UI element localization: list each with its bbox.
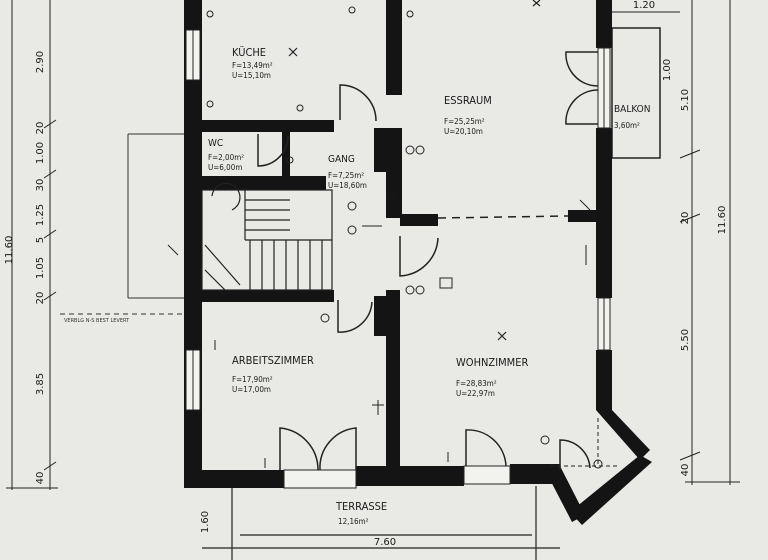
open-partition [437, 215, 569, 219]
dim-label: 1.05 [35, 257, 46, 279]
dim-label: 30 [35, 179, 46, 192]
dim-label: 1.25 [35, 204, 46, 226]
room-label-kueche: KÜCHE F=13,49m² U=15,10m [232, 46, 273, 80]
room-area: F=2,00m² [208, 153, 244, 162]
room-area: F=7,25m² [328, 171, 364, 180]
top-dim-label: 1.20 [633, 0, 655, 11]
walls [184, 0, 612, 488]
right-dimension-chain [679, 0, 740, 485]
room-name: KÜCHE [232, 46, 266, 59]
room-name: WC [208, 138, 223, 149]
room-label-wc: WC F=2,00m² U=6,00m [208, 138, 244, 172]
terrace [202, 486, 560, 560]
room-perimeter: U=20,10m [444, 127, 483, 136]
room-area: F=28,83m² [456, 379, 497, 388]
room-area: F=25,25m² [444, 117, 485, 126]
room-name: TERRASSE [335, 500, 387, 513]
room-name: GANG [328, 154, 355, 165]
wall-note: VERBLG N-S BEST LEVERT [64, 318, 130, 324]
room-perimeter: U=18,60m [328, 181, 367, 190]
left-dimension-chain [6, 0, 58, 490]
room-label-arbeitszimmer: ARBEITSZIMMER F=17,90m² U=17,00m [232, 354, 314, 394]
balcony [611, 27, 661, 159]
room-perimeter: U=22,97m [456, 389, 495, 398]
dim-label: 20 [35, 122, 46, 135]
room-label-terrasse: TERRASSE 12,16m² [335, 500, 387, 526]
staircase [201, 182, 333, 291]
dim-label: 40 [680, 464, 691, 477]
room-area: F=17,90m² [232, 375, 273, 384]
dim-label: 5 [35, 237, 46, 243]
room-area: 12,16m² [338, 517, 369, 526]
room-perimeter: U=6,00m [208, 163, 242, 172]
room-label-wohnzimmer: WOHNZIMMER F=28,83m² U=22,97m [456, 356, 528, 398]
room-name: ARBEITSZIMMER [232, 354, 314, 367]
garderobe-label: GARD. [391, 187, 398, 205]
room-perimeter: U=17,00m [232, 385, 271, 394]
dim-label: 5.50 [680, 329, 691, 351]
dim-label: 40 [35, 472, 46, 485]
dim-label: 5.10 [680, 89, 691, 111]
left-dim-labels: 2.90 20 1.00 30 1.25 5 1.05 20 3.85 40 [35, 51, 46, 485]
room-area: F=13,49m² [232, 61, 273, 70]
left-total-dim: 11.60 [4, 236, 15, 265]
bay-window [545, 410, 652, 525]
dim-label: 3.85 [35, 373, 46, 395]
electrical-symbols [167, 6, 603, 469]
dim-label: 20 [35, 292, 46, 305]
exterior-outline [60, 133, 184, 315]
doors [257, 51, 599, 471]
room-perimeter: U=15,10m [232, 71, 271, 80]
balcony-dim-label: 1.00 [662, 59, 673, 81]
dim-label: 1.00 [35, 142, 46, 164]
room-name: BALKON [614, 104, 651, 115]
room-area: 3,60m² [614, 121, 640, 130]
bay-window-dashes [550, 418, 620, 467]
room-label-gang: GANG F=7,25m² U=18,60m [328, 154, 367, 190]
room-label-balkon: BALKON 3,60m² [614, 104, 651, 130]
right-total-dim: 11.60 [717, 206, 728, 235]
room-name: ESSRAUM [444, 94, 492, 107]
terrace-depth-label: 1.60 [200, 511, 211, 533]
room-name: WOHNZIMMER [456, 356, 528, 369]
right-dim-labels: 5.10 20 5.50 40 [680, 89, 691, 477]
dim-label: 2.90 [35, 51, 46, 73]
dim-label: 20 [680, 212, 691, 225]
room-markers [288, 0, 541, 341]
room-label-essraum: ESSRAUM F=25,25m² U=20,10m [444, 94, 492, 136]
terrace-width-label: 7.60 [374, 537, 396, 548]
